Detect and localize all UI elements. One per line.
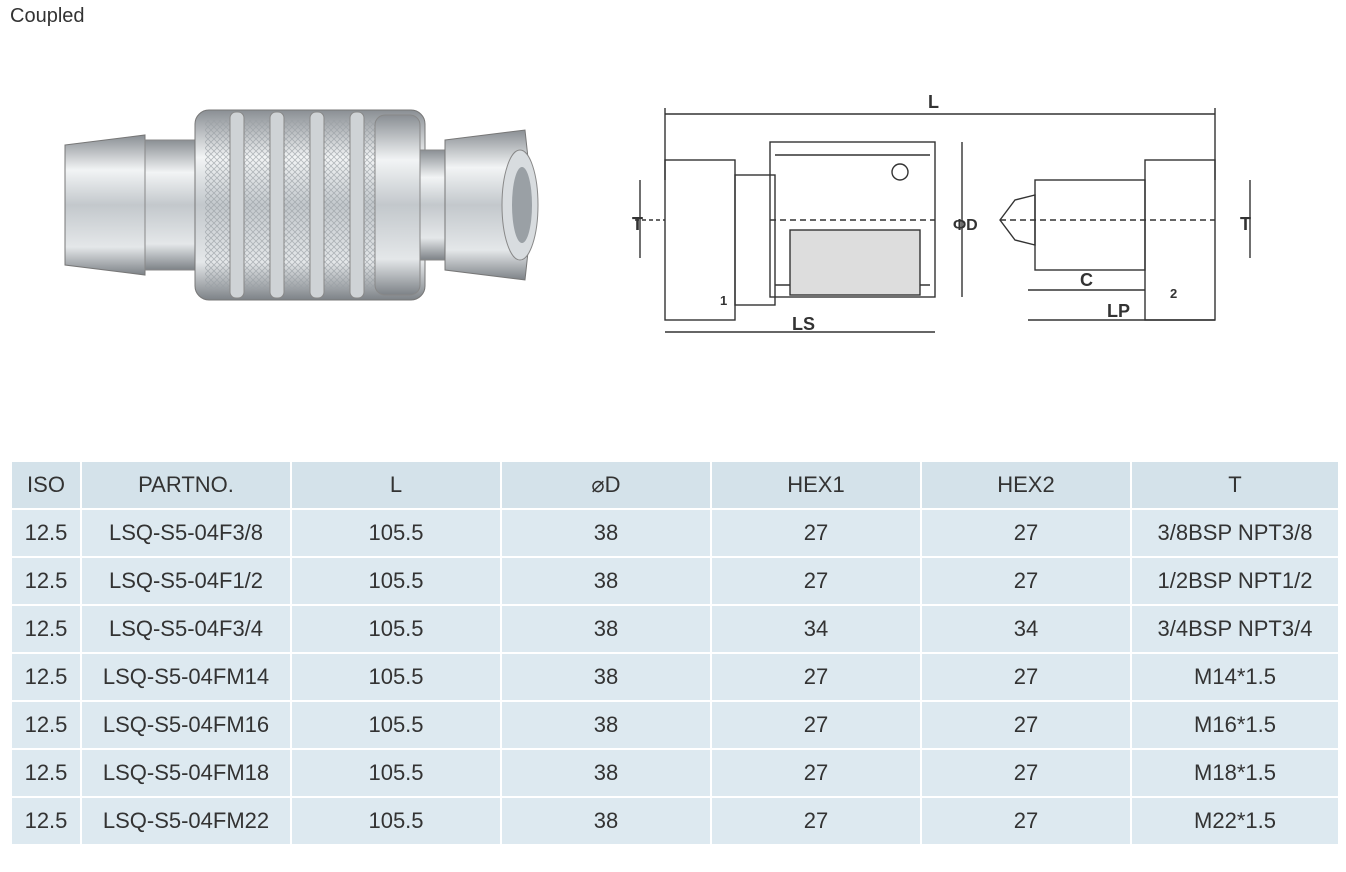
table-row: 12.5 LSQ-S5-04FM22 105.5 38 27 27 M22*1.… <box>12 798 1338 844</box>
cell-t: 1/2BSP NPT1/2 <box>1132 558 1338 604</box>
table-row: 12.5 LSQ-S5-04F3/8 105.5 38 27 27 3/8BSP… <box>12 510 1338 556</box>
cell-hex2: 34 <box>922 606 1130 652</box>
cell-hex1: 27 <box>712 510 920 556</box>
cell-l: 105.5 <box>292 510 500 556</box>
cell-hex2: 27 <box>922 750 1130 796</box>
cell-iso: 12.5 <box>12 654 80 700</box>
cell-l: 105.5 <box>292 750 500 796</box>
cell-hex2: 27 <box>922 558 1130 604</box>
cell-l: 105.5 <box>292 558 500 604</box>
dim-label-D: ΦD <box>953 217 978 234</box>
table-row: 12.5 LSQ-S5-04F1/2 105.5 38 27 27 1/2BSP… <box>12 558 1338 604</box>
cell-hex2: 27 <box>922 654 1130 700</box>
cell-hex2: 27 <box>922 510 1130 556</box>
dim-label-LS: LS <box>792 314 815 334</box>
cell-l: 105.5 <box>292 606 500 652</box>
cell-iso: 12.5 <box>12 702 80 748</box>
cell-l: 105.5 <box>292 702 500 748</box>
page-title: Coupled <box>10 5 85 27</box>
col-header-hex2: HEX2 <box>922 462 1130 508</box>
dim-label-hex2: 2 <box>1170 286 1177 301</box>
cell-iso: 12.5 <box>12 558 80 604</box>
cell-hex2: 27 <box>922 702 1130 748</box>
cell-d: 38 <box>502 750 710 796</box>
cell-partno: LSQ-S5-04FM18 <box>82 750 290 796</box>
dim-label-L: L <box>928 92 939 112</box>
cell-t: M14*1.5 <box>1132 654 1338 700</box>
cell-iso: 12.5 <box>12 510 80 556</box>
cell-l: 105.5 <box>292 798 500 844</box>
dim-label-T-right: T <box>1240 214 1251 234</box>
col-header-d: ⌀D <box>502 462 710 508</box>
cell-hex1: 27 <box>712 702 920 748</box>
cell-hex1: 27 <box>712 750 920 796</box>
cell-d: 38 <box>502 702 710 748</box>
cell-partno: LSQ-S5-04F1/2 <box>82 558 290 604</box>
cell-d: 38 <box>502 606 710 652</box>
table-row: 12.5 LSQ-S5-04FM16 105.5 38 27 27 M16*1.… <box>12 702 1338 748</box>
dim-label-T-left: T <box>632 214 643 234</box>
col-header-hex1: HEX1 <box>712 462 920 508</box>
cell-hex1: 27 <box>712 654 920 700</box>
col-header-partno: PARTNO. <box>82 462 290 508</box>
dimension-drawing: L LS C LP T T ΦD 1 2 <box>632 92 1251 334</box>
cell-iso: 12.5 <box>12 606 80 652</box>
table-row: 12.5 LSQ-S5-04FM14 105.5 38 27 27 M14*1.… <box>12 654 1338 700</box>
table-row: 12.5 LSQ-S5-04FM18 105.5 38 27 27 M18*1.… <box>12 750 1338 796</box>
cell-hex1: 27 <box>712 558 920 604</box>
cell-t: 3/8BSP NPT3/8 <box>1132 510 1338 556</box>
cell-hex2: 27 <box>922 798 1130 844</box>
cell-partno: LSQ-S5-04FM14 <box>82 654 290 700</box>
col-header-t: T <box>1132 462 1338 508</box>
dim-label-hex1: 1 <box>720 293 727 308</box>
cell-partno: LSQ-S5-04FM22 <box>82 798 290 844</box>
cell-partno: LSQ-S5-04FM16 <box>82 702 290 748</box>
cell-d: 38 <box>502 558 710 604</box>
dim-label-C: C <box>1080 270 1093 290</box>
cell-t: 3/4BSP NPT3/4 <box>1132 606 1338 652</box>
cell-hex1: 27 <box>712 798 920 844</box>
cell-d: 38 <box>502 654 710 700</box>
cell-t: M16*1.5 <box>1132 702 1338 748</box>
cell-t: M22*1.5 <box>1132 798 1338 844</box>
cell-iso: 12.5 <box>12 750 80 796</box>
spec-table: ISO PARTNO. L ⌀D HEX1 HEX2 T 12.5 LSQ-S5… <box>10 460 1340 846</box>
dim-label-LP: LP <box>1107 301 1130 321</box>
cell-l: 105.5 <box>292 654 500 700</box>
table-row: 12.5 LSQ-S5-04F3/4 105.5 38 34 34 3/4BSP… <box>12 606 1338 652</box>
table-header-row: ISO PARTNO. L ⌀D HEX1 HEX2 T <box>12 462 1338 508</box>
cell-hex1: 34 <box>712 606 920 652</box>
cell-partno: LSQ-S5-04F3/8 <box>82 510 290 556</box>
coupler-photo <box>64 109 539 301</box>
col-header-iso: ISO <box>12 462 80 508</box>
cell-t: M18*1.5 <box>1132 750 1338 796</box>
cell-partno: LSQ-S5-04F3/4 <box>82 606 290 652</box>
cell-iso: 12.5 <box>12 798 80 844</box>
cell-d: 38 <box>502 798 710 844</box>
cell-d: 38 <box>502 510 710 556</box>
col-header-l: L <box>292 462 500 508</box>
